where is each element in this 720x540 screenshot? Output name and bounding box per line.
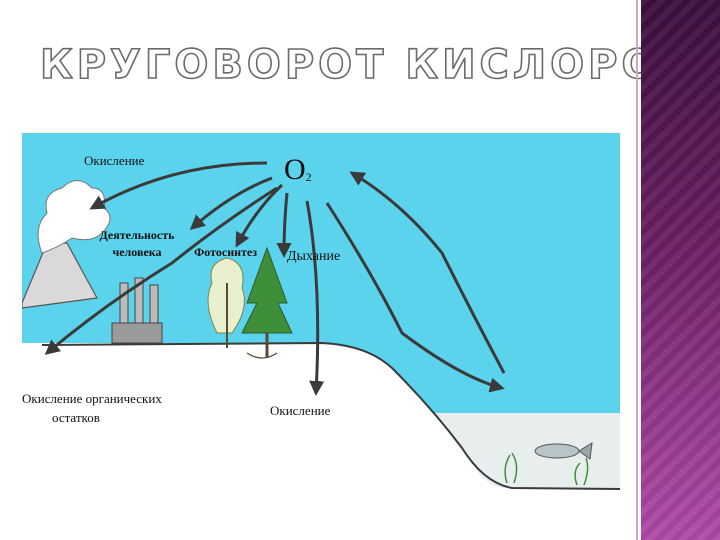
label-photosynthesis: Фотосинтез (194, 245, 258, 259)
ground-shape (22, 343, 620, 503)
factory-icon (111, 277, 163, 344)
sidebar-divider (636, 0, 638, 540)
oxygen-label: O2 (284, 153, 312, 186)
label-oxidation-top: Окисление (84, 153, 145, 168)
oxygen-cycle-diagram: O2 Окисление Деятельность человека Фотос… (22, 133, 620, 503)
label-human-activity-1: Деятельность (99, 228, 175, 242)
arrow-to-water (325, 202, 505, 393)
slide-title: КРУГОВОРОТ КИСЛОРОДА (39, 41, 720, 89)
tree-icon (207, 246, 293, 359)
arrow-from-water (349, 171, 506, 374)
arrow-to-ground (44, 186, 278, 355)
seaweed-icon (504, 452, 589, 486)
cycle-arrows (44, 161, 506, 396)
label-organic-oxidation-1: Окисление органических (22, 391, 162, 406)
label-oxidation-ground: Окисление (270, 403, 331, 418)
fish-icon (534, 442, 593, 460)
diagram-canvas (22, 133, 620, 503)
arrow-respiration (276, 192, 292, 258)
decorative-sidebar (641, 0, 720, 540)
arrow-human-activity (189, 176, 273, 230)
arrow-oxidation-ground (305, 200, 325, 396)
label-organic-oxidation-2: остатков (52, 410, 100, 425)
label-human-activity-2: человека (112, 245, 162, 259)
arrow-oxidation-top (89, 161, 268, 210)
label-respiration: Дыхание (287, 249, 341, 264)
ground-line (41, 341, 620, 490)
